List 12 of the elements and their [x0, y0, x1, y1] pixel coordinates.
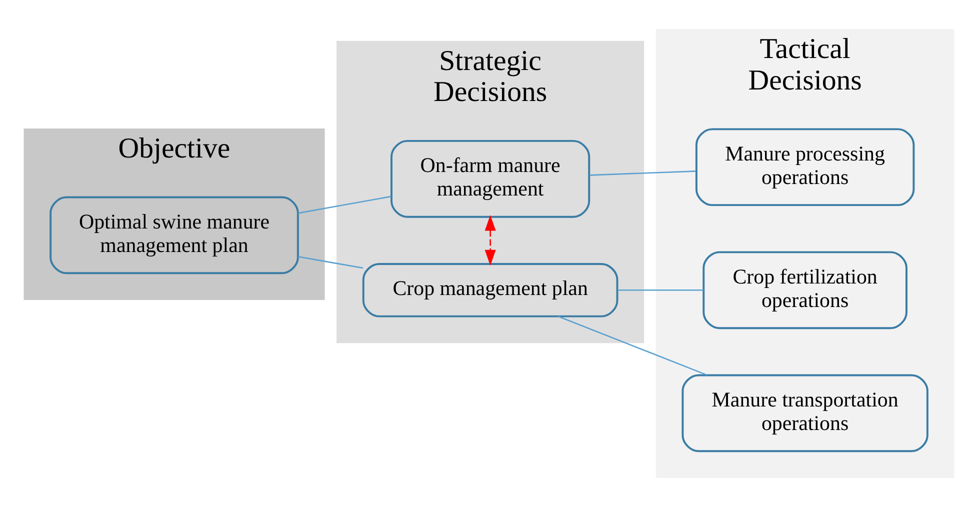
node-box: Crop management plan — [362, 262, 618, 317]
connector — [618, 289, 704, 290]
connector — [298, 195, 392, 214]
connector — [298, 256, 364, 268]
connector — [558, 315, 708, 376]
node-box: Optimal swine manure management plan — [50, 196, 299, 274]
node-box: Manure processing operations — [695, 128, 915, 206]
connector — [590, 170, 696, 176]
arrow — [484, 214, 496, 266]
node-box: On-farm manure management — [390, 139, 590, 218]
node-box: Crop fertilization operations — [702, 250, 908, 329]
node-box: Manure transportation operations — [682, 374, 928, 452]
